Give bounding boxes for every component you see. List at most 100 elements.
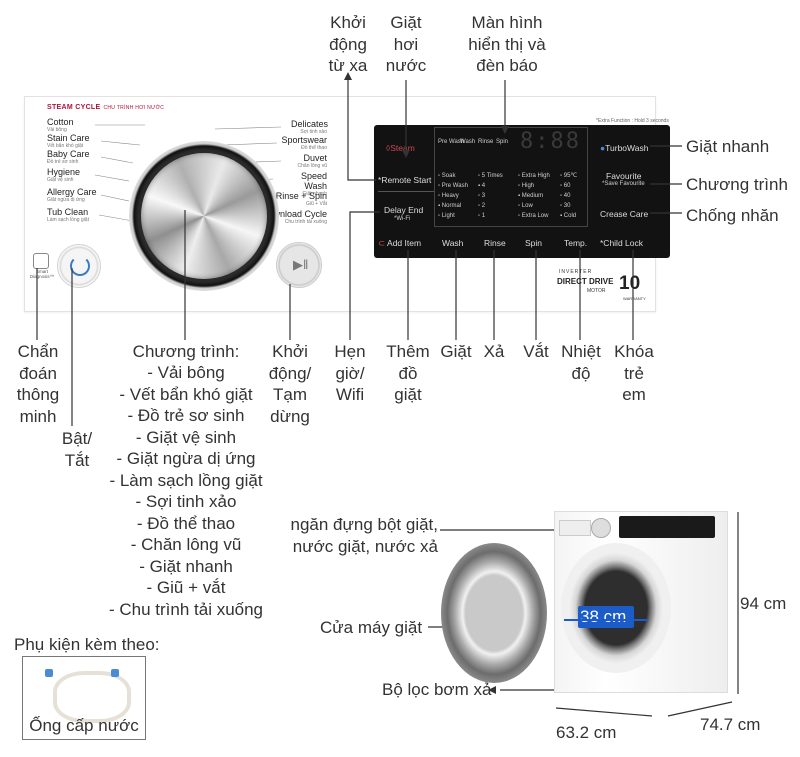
label-child-lock: Khóa trẻ em [614, 342, 654, 404]
stage-rinse: Rinse [478, 139, 494, 145]
turbowash-button[interactable]: ●TurboWash [600, 143, 649, 153]
list-item: - Giũ + vắt [146, 578, 226, 597]
machine-knob [591, 518, 611, 538]
favourite-button[interactable]: Favourite [606, 171, 642, 181]
delay-end-button[interactable]: Delay End [384, 205, 424, 215]
label-steam: Giặt hơi nước [385, 13, 427, 75]
list-item: - Đồ thể thao [136, 513, 236, 533]
label-turbowash: Giặt nhanh [686, 137, 770, 156]
direct-drive-label: DIRECT DRIVE [557, 277, 614, 286]
label-depth: 74.7 cm [700, 715, 761, 734]
remote-start-button[interactable]: *Remote Start [378, 175, 432, 185]
list-item: - Chăn lông vũ [130, 535, 242, 554]
child-lock-button[interactable]: *Child Lock [600, 238, 643, 248]
column-soil: ▫ Soak ▫ Pre Wash ▫ Heavy ▪ Normal ▫ Lig… [438, 173, 468, 219]
hose-connector-icon [45, 669, 53, 677]
label-programs-title: Chương trình: [132, 342, 240, 361]
start-pause-icon: ▶‖ [293, 257, 309, 272]
status-area [434, 127, 588, 227]
programs-list: - Vải bông - Vết bẩn khó giặt - Đồ trẻ s… [86, 362, 286, 620]
spin-button[interactable]: Spin [525, 238, 543, 248]
crease-care-button[interactable]: Crease Care [600, 209, 649, 219]
hose-connector-icon [111, 669, 119, 677]
label-start-pause: Khởi động/ Tạm dừng [268, 342, 312, 426]
save-favourite-label: *Save Favourite [602, 181, 645, 187]
label-temp: Nhiệt độ [561, 342, 601, 383]
start-pause-button[interactable]: ▶‖ [276, 242, 322, 288]
seven-segment-display: 8:88 [520, 129, 581, 154]
machine-door [441, 543, 547, 683]
drum-diameter-arrow [564, 619, 648, 621]
label-door: Cửa máy giặt [320, 618, 423, 637]
label-power: Bật/ Tắt [61, 429, 93, 470]
machine-display [619, 516, 715, 538]
water-hose-image [53, 671, 131, 723]
warranty-logo: 10 [619, 273, 641, 294]
stage-prewash: Pre Wash [438, 139, 465, 145]
list-item: - Chu trình tải xuống [108, 599, 264, 619]
label-rinse: Xả [483, 342, 505, 361]
motor-label: MOTOR [587, 288, 606, 294]
rinse-button[interactable]: Rinse [484, 238, 506, 248]
accessory-title: Phụ kiện kèm theo: [14, 635, 160, 654]
list-item: - Vết bẩn khó giặt [119, 384, 253, 404]
list-item: - Sợi tinh xảo [135, 492, 237, 511]
power-button[interactable] [57, 244, 101, 288]
label-drain-filter: Bộ lọc bơm xả [382, 680, 492, 699]
column-temp: ▫ 95℃ ▫ 60 ▫ 40 ▫ 30 ▪ Cold [560, 173, 578, 219]
add-item-button[interactable]: ⊂ Add Item [378, 238, 422, 248]
smart-diagnosis-label: Smart Diagnosis™ [29, 269, 55, 279]
label-remote-start: Khởi động từ xa [328, 13, 368, 75]
list-item: - Giặt vệ sinh [135, 427, 237, 447]
list-item: - Làm sạch lồng giặt [109, 470, 263, 490]
label-favourite: Chương trình [686, 175, 788, 194]
stage-spin: Spin [496, 139, 509, 145]
divider [378, 191, 434, 192]
label-spin: Vắt [523, 342, 549, 361]
column-rinse-count: ▫ 5 Times ▪ 4 ▫ 3 ▫ 2 ▫ 1 [478, 173, 503, 219]
extra-function-note: *Extra Function : Hold 3 seconds [596, 118, 669, 124]
list-item: - Vải bông [147, 363, 225, 382]
inverter-label: INVERTER [559, 269, 593, 275]
label-crease-care: Chống nhăn [686, 206, 779, 225]
steam-button[interactable]: ◊Steam [386, 143, 415, 153]
display-panel: *Extra Function : Hold 3 seconds ◊Steam … [374, 118, 670, 258]
label-add-item: Thêm đồ giặt [386, 342, 430, 404]
temp-button[interactable]: Temp. [564, 238, 588, 248]
accessory-item: Ống cấp nước [29, 716, 139, 735]
stage-wash: Wash [460, 139, 476, 145]
drum-diameter-value: 38 cm [580, 607, 627, 626]
label-smart-diagnosis: Chẩn đoán thông minh [16, 342, 60, 426]
label-detergent-drawer: ngăn đựng bột giặt, nước giặt, nước xả [290, 515, 439, 556]
smart-diagnosis-icon [33, 253, 49, 269]
warranty-label: WARRANTY [623, 296, 646, 301]
list-item: - Giặt nhanh [139, 556, 233, 576]
label-display: Màn hình hiển thị và đèn báo [468, 13, 546, 75]
wash-button[interactable]: Wash [442, 238, 464, 248]
label-height: 94 cm [740, 594, 787, 613]
drum-diameter-badge [578, 606, 634, 628]
label-wash: Giặt [440, 342, 472, 361]
label-delay-wifi: Hẹn giờ/ Wifi [334, 342, 366, 404]
accessory-box: Ống cấp nước [22, 656, 146, 740]
label-width: 63.2 cm [556, 723, 617, 742]
detergent-drawer [559, 520, 591, 536]
list-item: - Giặt ngừa dị ứng [116, 449, 256, 468]
program-dial[interactable] [141, 153, 267, 279]
list-item: - Đồ trẻ sơ sinh [127, 406, 245, 425]
wifi-label: *Wi-Fi [394, 216, 411, 222]
